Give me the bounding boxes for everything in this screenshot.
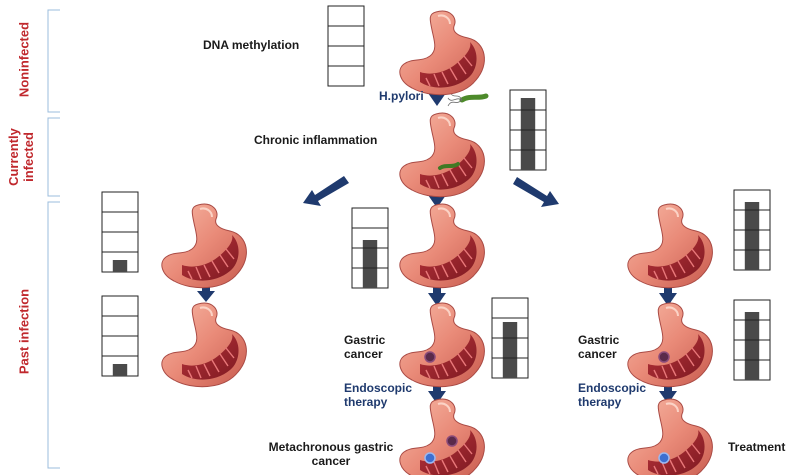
methylation-box-right-gastric-cancer bbox=[733, 299, 771, 381]
bacteria-in-stomach bbox=[438, 162, 460, 170]
methylation-bar bbox=[744, 312, 760, 380]
methylation-box-past-center bbox=[351, 207, 389, 289]
arrow-diagonal-left bbox=[303, 176, 349, 206]
metachronous-line1: Metachronous gastric bbox=[268, 440, 394, 454]
stomach-center-past bbox=[398, 203, 486, 289]
methylation-box-currently-infected bbox=[509, 89, 547, 171]
endoscopic-word: Endoscopic bbox=[344, 381, 413, 395]
label-currently-infected: Currently infected bbox=[6, 124, 36, 190]
stomach-center-metachronous bbox=[398, 398, 486, 475]
stomach-right-treated bbox=[626, 398, 714, 475]
methylation-bar bbox=[502, 322, 518, 378]
stomach-noninfected bbox=[398, 10, 486, 96]
stomach-left-top bbox=[160, 203, 248, 289]
label-gastric-cancer-center: Gastric cancer bbox=[344, 333, 385, 361]
cancer-word: cancer bbox=[344, 347, 383, 361]
label-past-infection: Past infection bbox=[16, 288, 32, 375]
methylation-bar bbox=[362, 240, 378, 288]
label-endoscopic-therapy-right: Endoscopic therapy bbox=[578, 381, 646, 409]
stomach-left-bottom bbox=[160, 302, 248, 388]
tumor-markers bbox=[424, 351, 670, 464]
methylation-bar bbox=[744, 202, 760, 270]
gastric-word-right: Gastric bbox=[578, 333, 620, 347]
label-endoscopic-therapy-center: Endoscopic therapy bbox=[344, 381, 412, 409]
methylation-bar bbox=[112, 364, 128, 376]
label-treatment: Treatment bbox=[728, 440, 786, 454]
stomach-right-past bbox=[626, 203, 714, 289]
h-pylori-bacterium bbox=[447, 91, 489, 107]
methylation-bar bbox=[520, 98, 536, 170]
stomach-chronic-inflammation bbox=[398, 112, 486, 198]
methylation-box-center-gastric-cancer bbox=[491, 297, 529, 379]
label-gastric-cancer-right: Gastric cancer bbox=[578, 333, 619, 361]
methylation-box-past-left-top bbox=[101, 191, 139, 273]
stomach-center-gastric-cancer bbox=[398, 302, 486, 388]
endoscopic-word-right: Endoscopic bbox=[578, 381, 647, 395]
cancer-word-right: cancer bbox=[578, 347, 617, 361]
label-noninfected: Noninfected bbox=[16, 21, 32, 98]
label-h-pylori: H.pylori bbox=[379, 89, 424, 103]
methylation-box-past-left-bottom bbox=[101, 295, 139, 377]
bracket-noninfected bbox=[47, 9, 60, 113]
label-chronic-inflammation: Chronic inflammation bbox=[254, 133, 378, 147]
therapy-word-right: therapy bbox=[578, 395, 622, 409]
therapy-word: therapy bbox=[344, 395, 388, 409]
gastric-word: Gastric bbox=[344, 333, 386, 347]
label-dna-methylation: DNA methylation bbox=[203, 38, 300, 52]
metachronous-line2: cancer bbox=[311, 454, 351, 468]
bracket-currently-infected bbox=[47, 117, 60, 197]
arrow-diagonal-right bbox=[513, 177, 559, 207]
bracket-past-infection bbox=[47, 201, 60, 469]
methylation-box-past-right-top bbox=[733, 189, 771, 271]
methylation-box-noninfected bbox=[327, 5, 365, 87]
label-metachronous: Metachronous gastric cancer bbox=[254, 440, 408, 468]
label-currently: Currently bbox=[6, 128, 21, 186]
methylation-boxes bbox=[101, 5, 771, 381]
methylation-bar bbox=[112, 260, 128, 272]
stomach-right-gastric-cancer bbox=[626, 302, 714, 388]
label-infected: infected bbox=[21, 132, 36, 182]
